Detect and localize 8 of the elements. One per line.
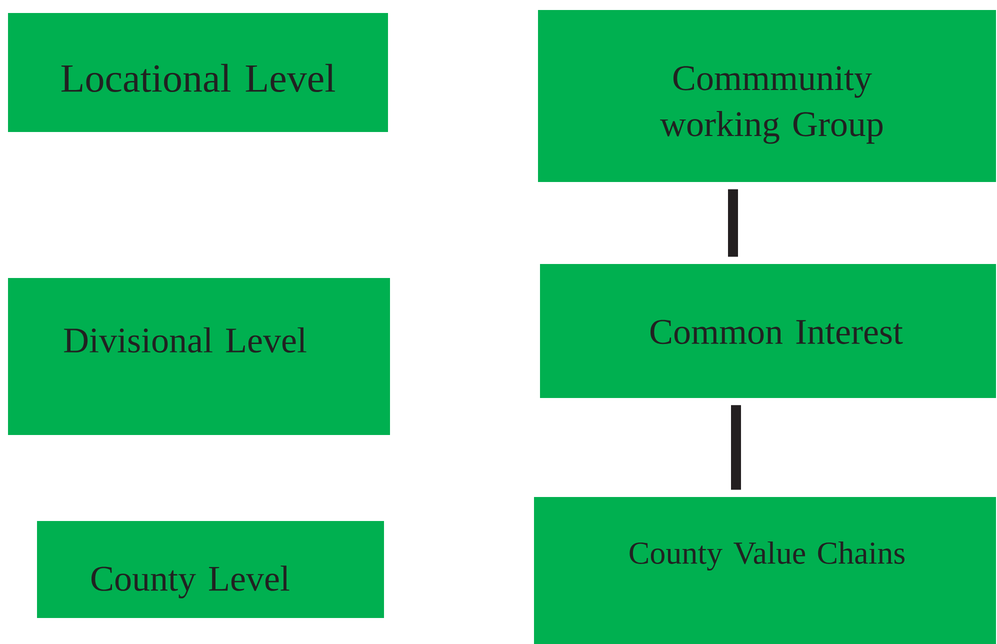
- process-box: Commmunity working Group: [538, 10, 996, 182]
- process-box: Common Interest: [540, 264, 996, 398]
- process-box: Divisional Level: [8, 278, 390, 435]
- process-box: Locational Level: [8, 12, 388, 132]
- process-box: County Value Chains: [534, 496, 996, 644]
- process-box: County Level: [37, 520, 384, 618]
- connector-line: [731, 405, 741, 490]
- connector-line: [728, 189, 738, 257]
